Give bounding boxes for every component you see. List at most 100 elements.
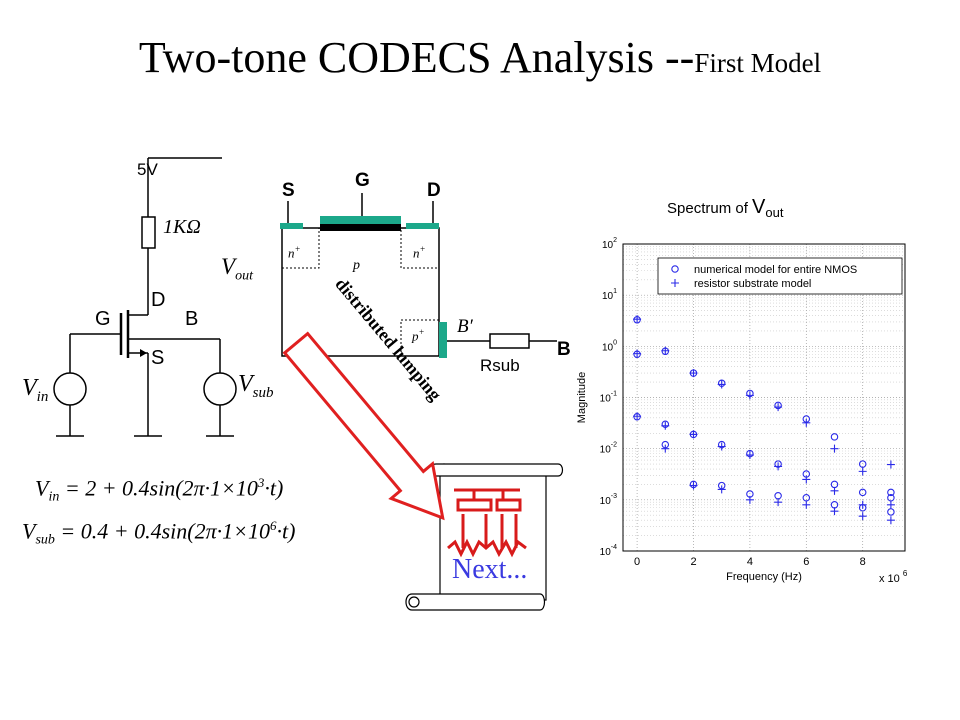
y-tick-label: 10-2 [600,442,617,456]
drain-contact [406,223,439,229]
rsub-label: Rsub [480,356,520,375]
resistor-model-point [774,403,783,412]
vsub-source [203,372,237,406]
legend-label: resistor substrate model [694,278,811,290]
resistor-model-point [858,467,867,476]
numerical-model-point [633,350,641,359]
gate-label: G [95,308,111,330]
x-tick-label: 6 [803,556,809,568]
numerical-model-point [661,440,670,449]
x-tick-label: 8 [860,556,866,568]
y-tick-label: 100 [602,339,617,353]
source-arrow [140,349,147,357]
source-label: S [151,347,165,369]
resistor-model-point [717,442,726,451]
resistor-model-point [745,391,754,400]
equation-vin: Vin = 2 + 0.4sin(2π·1×103·t) [35,475,284,505]
numerical-model-point [858,504,867,512]
resistor-model-point [858,500,867,509]
vin-label: Vin [22,375,49,405]
vout-label: Vout [221,254,253,284]
resistor-model-point [774,498,783,507]
resistor-model-point [886,460,895,469]
legend-label: numerical model for entire NMOS [694,264,857,276]
numerical-model-point [633,413,641,421]
source-contact [280,223,303,229]
next-link[interactable]: Next... [452,554,528,585]
numerical-model-point [661,420,670,429]
resistor-model-point [858,512,867,521]
numerical-model-point [689,480,698,489]
numerical-model-point [746,449,754,458]
p-body-label: p [353,258,360,273]
supply-label: 5V [137,160,158,179]
drain-label: D [151,289,166,311]
resistor-model-point [886,516,895,525]
numerical-model-point [830,501,839,509]
bulk-label: B [185,308,199,330]
device-drain-label: D [427,180,441,201]
resistor-model-point [717,380,726,389]
numerical-model-point [858,488,867,497]
legend-marker [671,265,679,273]
numerical-model-point [830,433,839,441]
resistor-model-point [689,481,698,490]
resistor-model-point [661,421,670,430]
resistor-model-point [689,369,698,378]
bulk-contact [439,322,447,358]
resistor-model-point [633,412,642,421]
gate-oxide [320,224,401,231]
y-tick-label: 102 [602,237,617,251]
y-tick-label: 10-1 [600,391,617,405]
spectrum-title: Spectrum of Vout [667,196,784,220]
resistor-1k [141,216,156,249]
numerical-model-point [717,440,726,449]
numerical-model-point [802,470,811,478]
numerical-model-point [717,481,726,490]
slide-title: Two-tone CODECS Analysis --First Model [0,32,960,83]
equation-vsub: Vsub = 0.4 + 0.4sin(2π·1×106·t) [22,518,296,548]
vin-source [53,372,87,406]
plot-frame [622,243,906,552]
numerical-model-point [689,430,698,439]
device-source-label: S [282,180,295,201]
x-tick-label: 4 [747,556,753,568]
resistor-model-point [689,430,698,439]
resistor-model-point [802,500,811,509]
resistor-model-point [661,444,670,453]
x-tick-label: 2 [690,556,696,568]
resistor-model-point [717,485,726,494]
bprime-label: B′ [457,316,473,337]
resistor-model-point [830,507,839,516]
title-main: Two-tone CODECS Analysis -- [138,33,695,82]
resistor-model-point [745,495,754,504]
device-bulk-label: B [557,339,571,360]
legend-marker [671,279,679,287]
mosfet-chain [447,488,527,558]
arrow-text: distributed lumping [331,273,446,405]
numerical-model-point [802,493,811,502]
numerical-model-point [717,379,726,387]
y-tick-label: 10-3 [600,493,617,507]
x-scale-label: x 10 6 [879,569,908,585]
resistor-model-point [745,451,754,460]
resistor-label: 1KΩ [163,216,201,238]
y-tick-label: 10-4 [600,544,617,558]
resistor-model-point [802,418,811,427]
numerical-model-point [633,316,641,324]
resistor-model-point [830,486,839,495]
numerical-model-point [689,369,698,377]
scroll [405,463,564,611]
numerical-model-point [858,460,867,468]
resistor-model-point [886,500,895,509]
resistor-model-point [830,444,839,453]
resistor-model-point [774,462,783,471]
p-plus-label: p+ [412,327,425,344]
numerical-model-point [830,480,839,489]
numerical-model-point [887,493,895,502]
x-axis-label: Frequency (Hz) [726,571,802,583]
resistor-model-point [633,315,642,324]
title-sub: First Model [694,48,822,78]
n-plus-right-label: n+ [413,244,426,261]
